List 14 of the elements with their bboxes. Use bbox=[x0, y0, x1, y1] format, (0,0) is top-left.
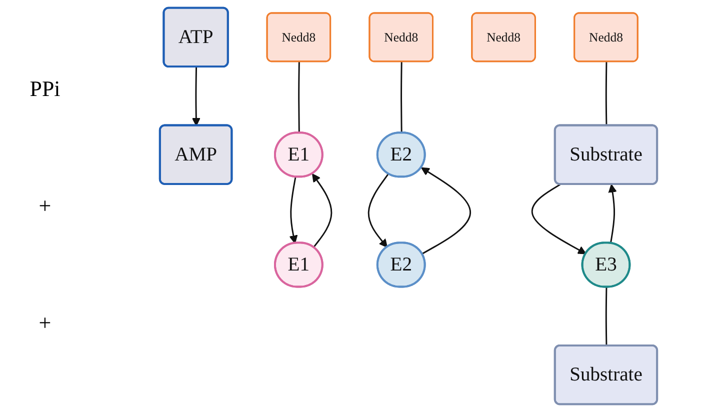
note-label: + bbox=[38, 192, 52, 219]
arrow bbox=[608, 184, 617, 244]
arrow bbox=[289, 176, 298, 244]
arrow bbox=[192, 67, 200, 126]
connector bbox=[400, 62, 402, 134]
connector bbox=[605, 62, 608, 126]
arrow bbox=[312, 173, 332, 248]
connector bbox=[298, 62, 300, 134]
note-label: + bbox=[38, 310, 52, 336]
arrow bbox=[531, 184, 586, 254]
connector bbox=[605, 287, 608, 346]
arrow bbox=[421, 167, 472, 254]
note-label: PPi bbox=[30, 76, 60, 102]
arrow bbox=[368, 173, 389, 248]
